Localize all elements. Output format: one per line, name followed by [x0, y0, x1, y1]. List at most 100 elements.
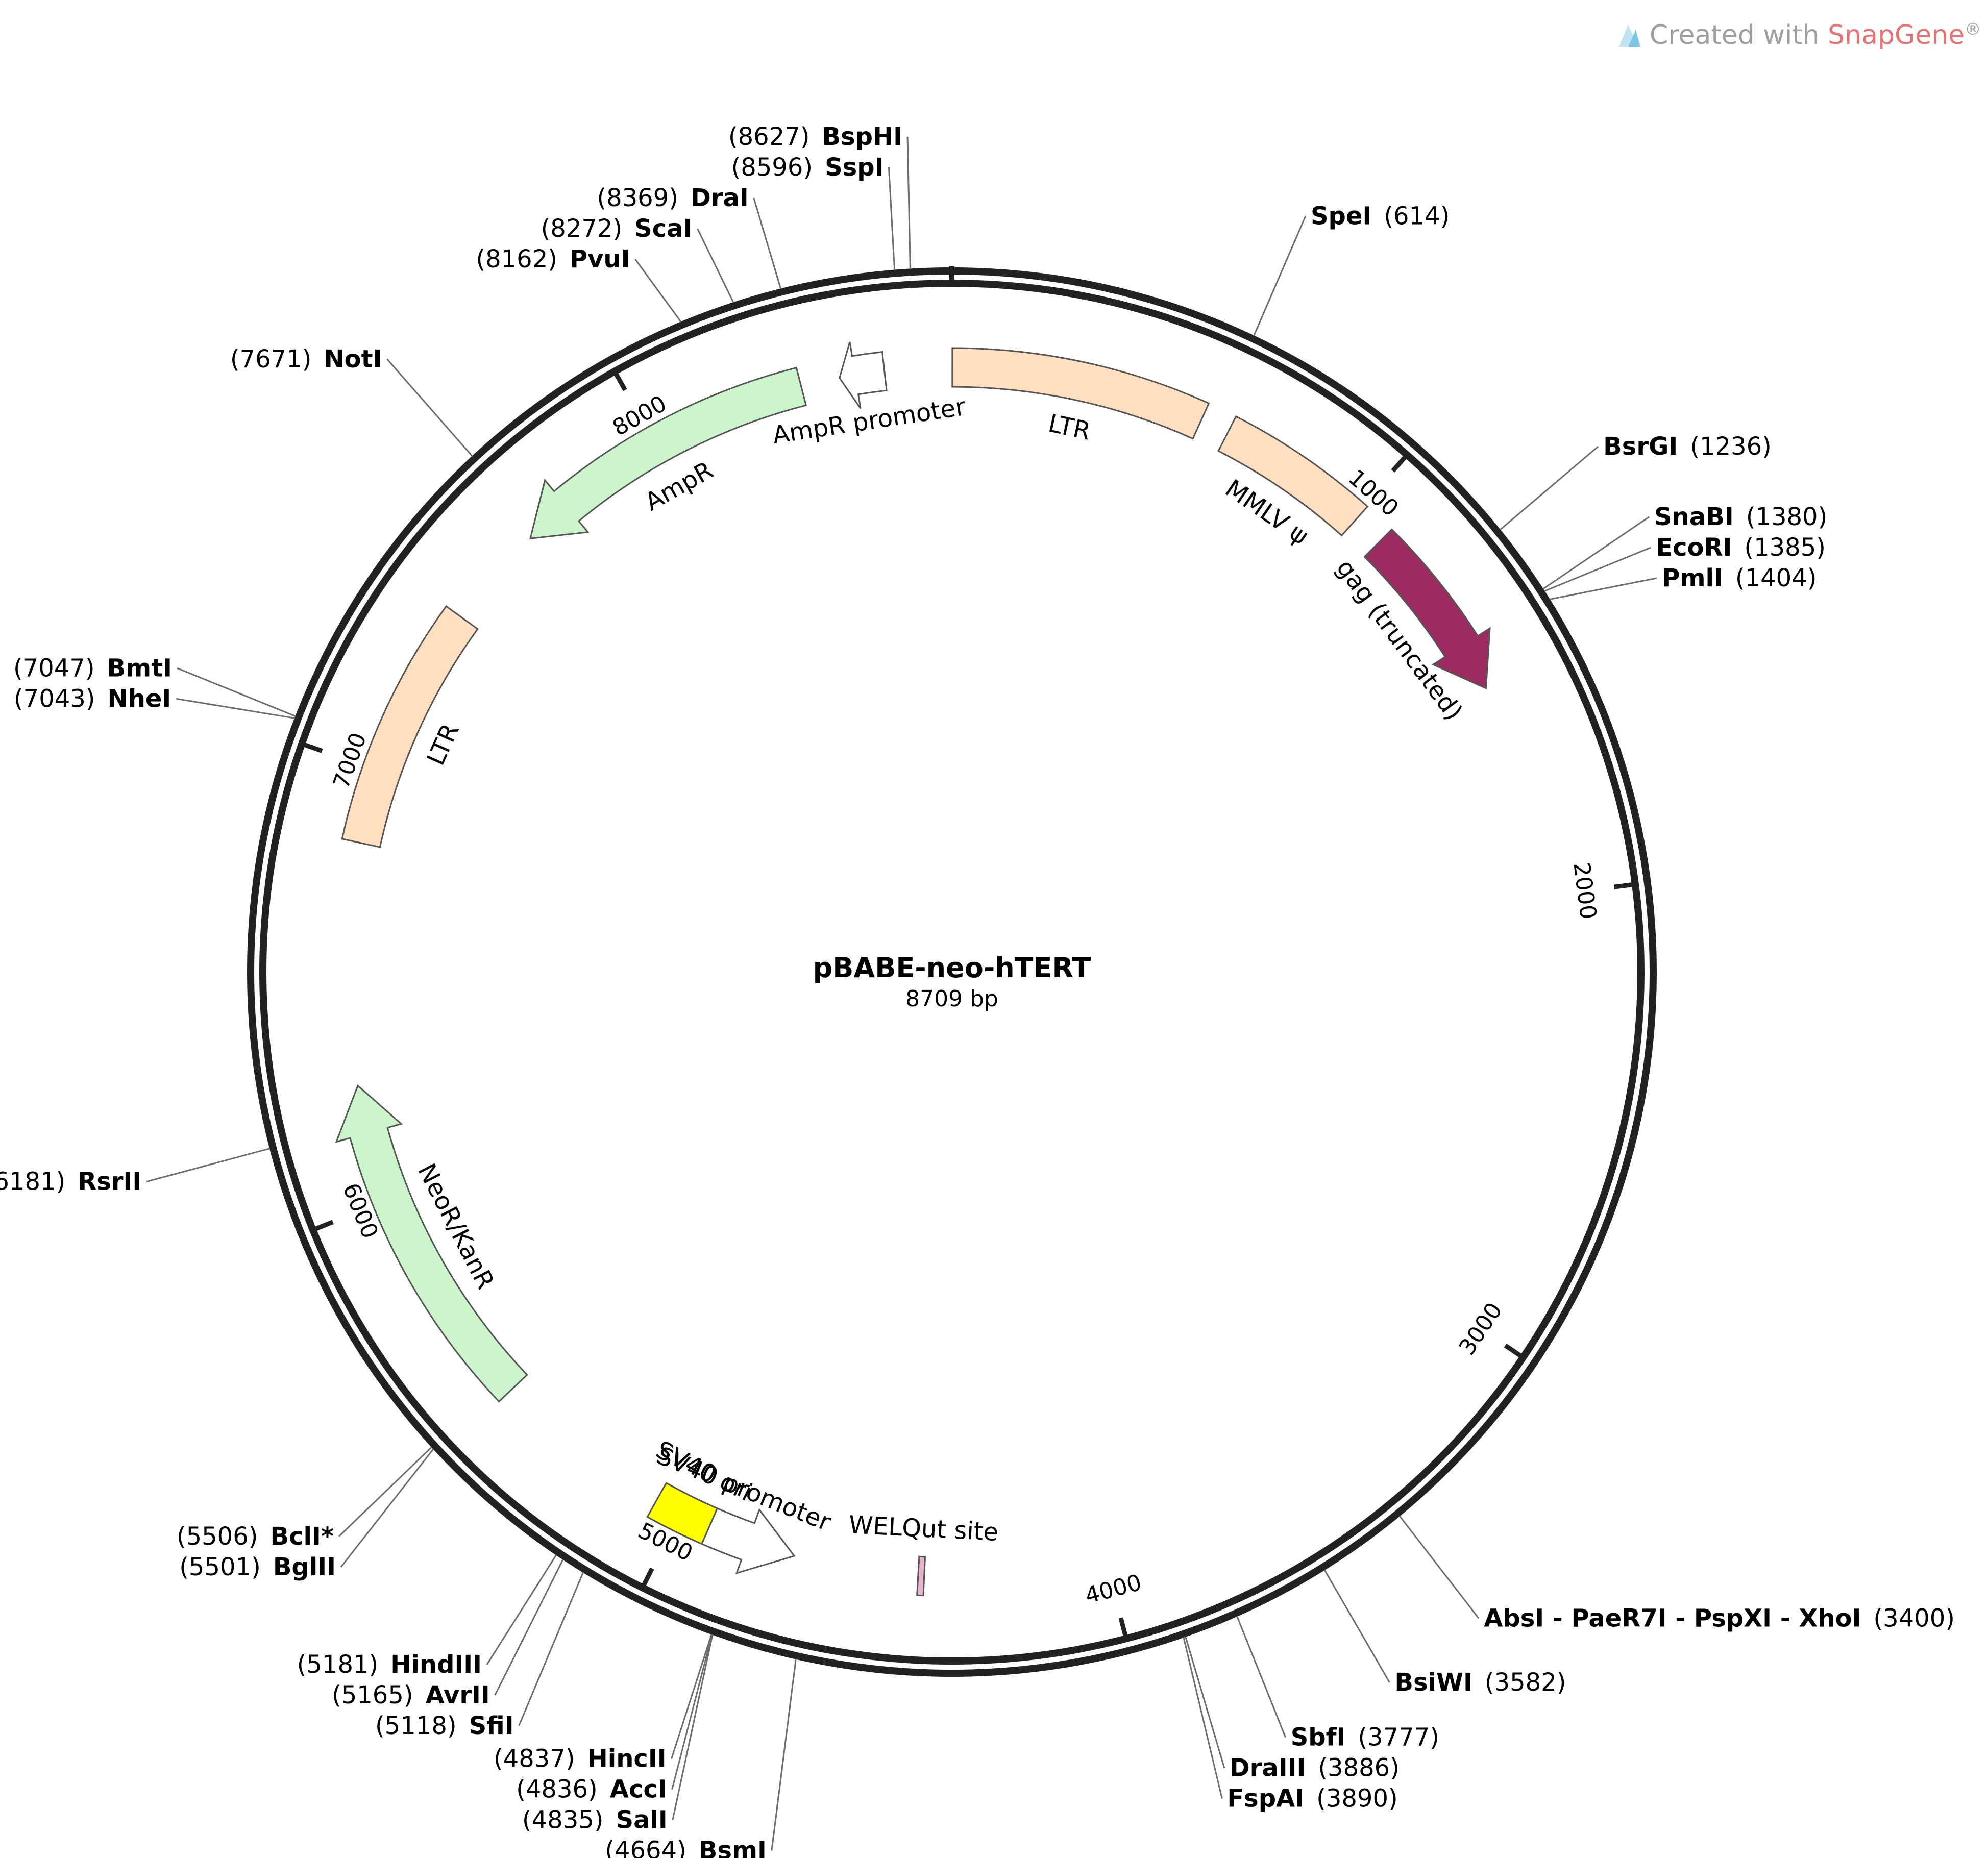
site-label[interactable]: (8162)PvuI	[476, 245, 630, 274]
site-bsphi[interactable]: (8627)BspHI	[728, 122, 902, 151]
site-name[interactable]: SnaBI	[1654, 503, 1734, 531]
site-absi-paer7i-pspxi-xhoi[interactable]: AbsI - PaeR7I - PspXI - XhoI(3400)	[1484, 1604, 1955, 1632]
site-label[interactable]: (7671)NotI	[230, 345, 382, 374]
site-scai[interactable]: (8272)ScaI	[541, 214, 693, 243]
site-hindiii[interactable]: (5181)HindIII	[297, 1650, 482, 1679]
site-pvui[interactable]: (8162)PvuI	[476, 245, 630, 274]
site-name[interactable]: EcoRI	[1656, 533, 1732, 562]
feature-shape[interactable]	[341, 605, 479, 848]
site-name[interactable]: HindIII	[390, 1650, 482, 1679]
plasmid-size: 8709 bp	[905, 986, 998, 1012]
site-label[interactable]: (4835)SalI	[522, 1806, 668, 1835]
site-name[interactable]: NheI	[108, 684, 171, 713]
site-sfii[interactable]: (5118)SfiI	[375, 1712, 514, 1740]
site-drai[interactable]: (8369)DraI	[597, 184, 748, 212]
site-ecori[interactable]: EcoRI(1385)	[1656, 533, 1826, 562]
site-name[interactable]: ScaI	[634, 214, 692, 243]
feature-shape[interactable]	[1363, 528, 1491, 690]
feature-shape[interactable]	[839, 341, 888, 409]
site-sspi[interactable]: (8596)SspI	[731, 153, 883, 182]
site-label[interactable]: (5181)HindIII	[297, 1650, 482, 1679]
site-label[interactable]: EcoRI(1385)	[1656, 533, 1826, 562]
site-pmli[interactable]: PmlI(1404)	[1662, 564, 1817, 592]
site-hincii[interactable]: (4837)HincII	[494, 1745, 667, 1773]
site-bsmi[interactable]: (4664)BsmI	[605, 1837, 767, 1858]
site-leader-absi-paer7i-pspxi-xhoi	[1398, 1515, 1480, 1619]
site-label[interactable]: SpeI(614)	[1311, 202, 1450, 230]
site-label[interactable]: (8596)SspI	[731, 153, 883, 182]
site-name[interactable]: FspAI	[1227, 1785, 1304, 1813]
site-label[interactable]: (5118)SfiI	[375, 1712, 514, 1740]
site-label[interactable]: (6181)RsrII	[0, 1168, 141, 1196]
site-name[interactable]: BspHI	[822, 122, 902, 151]
site-spei[interactable]: SpeI(614)	[1311, 202, 1450, 230]
site-fspai[interactable]: FspAI(3890)	[1227, 1785, 1397, 1813]
site-name[interactable]: SpeI	[1311, 202, 1371, 230]
site-bmti[interactable]: (7047)BmtI	[13, 654, 172, 682]
site-name[interactable]: BglII	[273, 1553, 336, 1581]
site-label[interactable]: (7047)BmtI	[13, 654, 172, 682]
site-name[interactable]: RsrII	[78, 1168, 141, 1196]
site-label[interactable]: AbsI - PaeR7I - PspXI - XhoI(3400)	[1484, 1604, 1955, 1632]
site-label[interactable]: (4664)BsmI	[605, 1837, 767, 1858]
feature-shape[interactable]	[529, 366, 807, 540]
site-name[interactable]: AbsI - PaeR7I - PspXI - XhoI	[1484, 1604, 1861, 1632]
site-name[interactable]: DraIII	[1230, 1754, 1306, 1782]
site-label[interactable]: DraIII(3886)	[1230, 1754, 1400, 1782]
feature-ltr[interactable]: LTR	[951, 347, 1210, 446]
site-name[interactable]: SalI	[616, 1806, 668, 1835]
site-sali[interactable]: (4835)SalI	[522, 1806, 668, 1835]
site-rsrii[interactable]: (6181)RsrII	[0, 1168, 141, 1196]
feature-shape[interactable]	[916, 1555, 926, 1597]
feature-gag-truncated[interactable]: gag (truncated)	[1331, 528, 1491, 726]
site-label[interactable]: SnaBI(1380)	[1654, 503, 1827, 531]
site-name[interactable]: BclI*	[270, 1522, 333, 1551]
site-label[interactable]: (8272)ScaI	[541, 214, 693, 243]
site-name[interactable]: BmtI	[107, 654, 172, 682]
site-name[interactable]: DraI	[691, 184, 749, 212]
site-nhei[interactable]: (7043)NheI	[14, 684, 171, 713]
site-name[interactable]: BsmI	[699, 1837, 767, 1858]
feature-shape[interactable]	[335, 1084, 528, 1403]
site-leader-spei	[1253, 215, 1307, 336]
feature-shape[interactable]	[951, 347, 1210, 440]
site-name[interactable]: PmlI	[1662, 564, 1723, 592]
site-label[interactable]: (5165)AvrII	[332, 1681, 490, 1710]
site-label[interactable]: BsiWI(3582)	[1394, 1668, 1566, 1697]
site-label[interactable]: (4837)HincII	[494, 1745, 667, 1773]
site-label[interactable]: FspAI(3890)	[1227, 1785, 1397, 1813]
feature-ltr[interactable]: LTR	[341, 605, 479, 848]
site-label[interactable]: BsrGI(1236)	[1603, 432, 1772, 461]
site-bglii[interactable]: (5501)BglII	[179, 1553, 336, 1581]
site-label[interactable]: (4836)AccI	[516, 1775, 667, 1804]
site-acci[interactable]: (4836)AccI	[516, 1775, 667, 1804]
site-name[interactable]: SspI	[825, 153, 883, 182]
site-name[interactable]: HincII	[587, 1745, 667, 1773]
site-label[interactable]: (5501)BglII	[179, 1553, 336, 1581]
site-draiii[interactable]: DraIII(3886)	[1230, 1754, 1400, 1782]
site-label[interactable]: PmlI(1404)	[1662, 564, 1817, 592]
site-sbfi[interactable]: SbfI(3777)	[1291, 1723, 1439, 1752]
site-bcli[interactable]: (5506)BclI*	[177, 1522, 334, 1551]
feature-shape[interactable]	[1217, 415, 1369, 537]
site-label[interactable]: (5506)BclI*	[177, 1522, 334, 1551]
site-bsrgi[interactable]: BsrGI(1236)	[1603, 432, 1772, 461]
site-name[interactable]: AvrII	[426, 1681, 490, 1710]
site-name[interactable]: BsrGI	[1603, 432, 1678, 461]
site-label[interactable]: (8627)BspHI	[728, 122, 902, 151]
site-name[interactable]: PvuI	[570, 245, 630, 274]
site-name[interactable]: SbfI	[1291, 1723, 1346, 1752]
site-name[interactable]: AccI	[610, 1775, 667, 1804]
site-noti[interactable]: (7671)NotI	[230, 345, 382, 374]
site-label[interactable]: SbfI(3777)	[1291, 1723, 1439, 1752]
site-bsiwi[interactable]: BsiWI(3582)	[1394, 1668, 1566, 1697]
site-name[interactable]: SfiI	[469, 1712, 514, 1740]
site-label[interactable]: (8369)DraI	[597, 184, 748, 212]
site-label[interactable]: (7043)NheI	[14, 684, 171, 713]
site-snabi[interactable]: SnaBI(1380)	[1654, 503, 1827, 531]
site-name[interactable]: NotI	[324, 345, 382, 374]
feature-shape[interactable]	[646, 1482, 719, 1545]
feature-welqut-site[interactable]: WELQut site	[848, 1510, 999, 1597]
site-avrii[interactable]: (5165)AvrII	[332, 1681, 490, 1710]
site-name[interactable]: BsiWI	[1394, 1668, 1472, 1697]
